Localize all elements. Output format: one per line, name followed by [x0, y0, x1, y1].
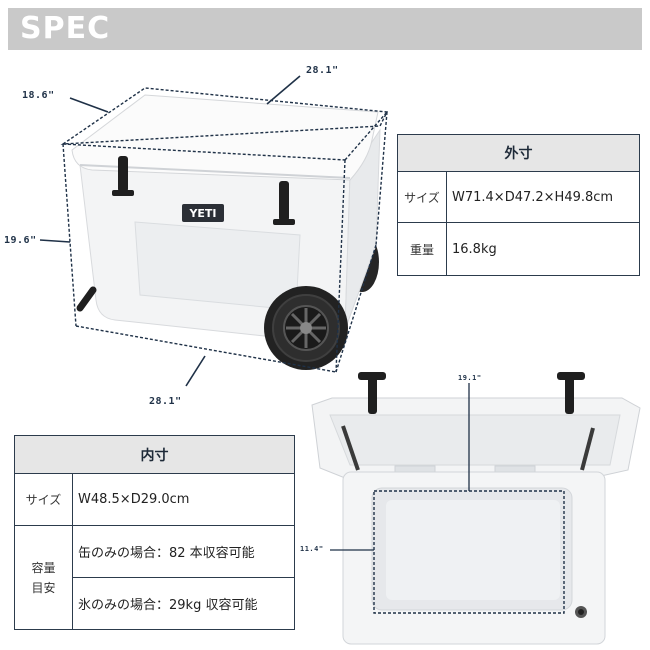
inner-table-title: 内寸 [14, 435, 295, 474]
inner-dimensions-table: 内寸 サイズ W48.5×D29.0cm 容量 目安 缶のみの場合：82 本収容… [14, 435, 295, 630]
outer-weight-value: 16.8kg [446, 222, 640, 276]
open-cooler-image [311, 372, 641, 645]
capacity-label-line-2: 目安 [31, 580, 56, 595]
closed-cooler-image: YETI [39, 75, 389, 387]
outer-size-value: W71.4×D47.2×H49.8cm [446, 171, 640, 223]
bottom-width-label: 28.1" [149, 396, 182, 407]
inner-depth-label: 11.4" [300, 545, 324, 553]
capacity-label-line-1: 容量 [31, 560, 56, 575]
outer-weight-label: 重量 [397, 222, 447, 276]
spec-header: SPEC [8, 8, 642, 50]
inner-size-label: サイズ [14, 473, 73, 526]
page-title: SPEC [20, 11, 111, 46]
outer-size-label: サイズ [397, 171, 447, 223]
top-width-label: 28.1" [306, 65, 339, 76]
capacity-cans-value: 缶のみの場合：82 本収容可能 [72, 525, 295, 578]
height-label: 19.6" [4, 235, 37, 246]
capacity-label: 容量 目安 [14, 525, 73, 630]
inner-size-value: W48.5×D29.0cm [72, 473, 295, 526]
capacity-ice-value: 氷のみの場合：29kg 収容可能 [72, 577, 295, 630]
depth-label: 18.6" [22, 90, 55, 101]
inner-width-label: 19.1" [458, 374, 482, 382]
outer-dimensions-table: 外寸 サイズ W71.4×D47.2×H49.8cm 重量 16.8kg [397, 134, 640, 276]
yeti-logo: YETI [188, 207, 216, 220]
outer-table-title: 外寸 [397, 134, 640, 172]
